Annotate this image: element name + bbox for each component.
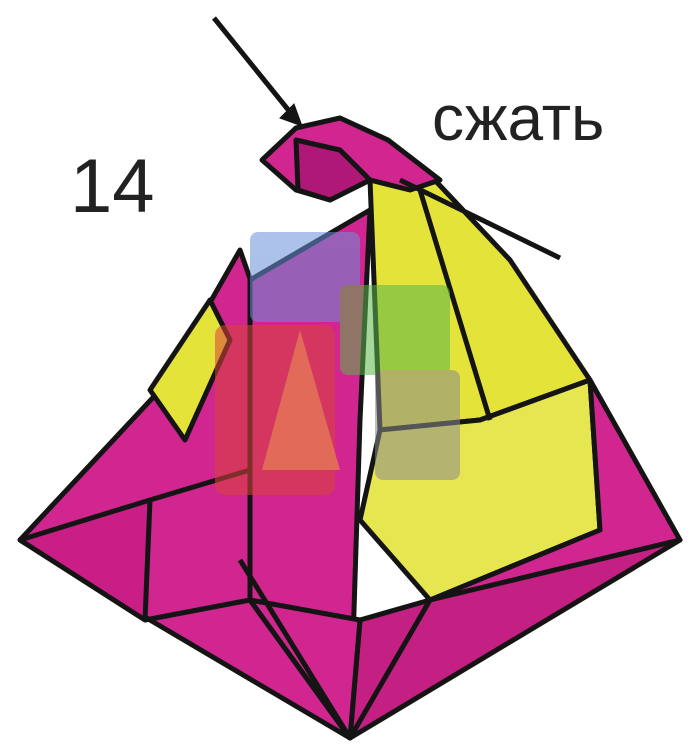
press-arrow-icon	[214, 18, 302, 126]
step-number: 14	[70, 144, 155, 229]
instruction-label: сжать	[432, 82, 604, 154]
